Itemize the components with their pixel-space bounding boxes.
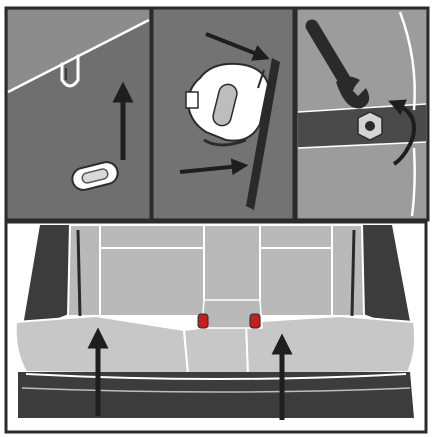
red-latch-icon [250,314,260,328]
panel-1 [6,8,151,220]
panel-3 [296,8,428,220]
panel-2 [152,8,294,220]
rear-seat-icon [16,225,415,418]
red-latch-icon [198,314,208,328]
hex-bolt-icon [358,112,382,140]
panel-4 [6,222,426,432]
